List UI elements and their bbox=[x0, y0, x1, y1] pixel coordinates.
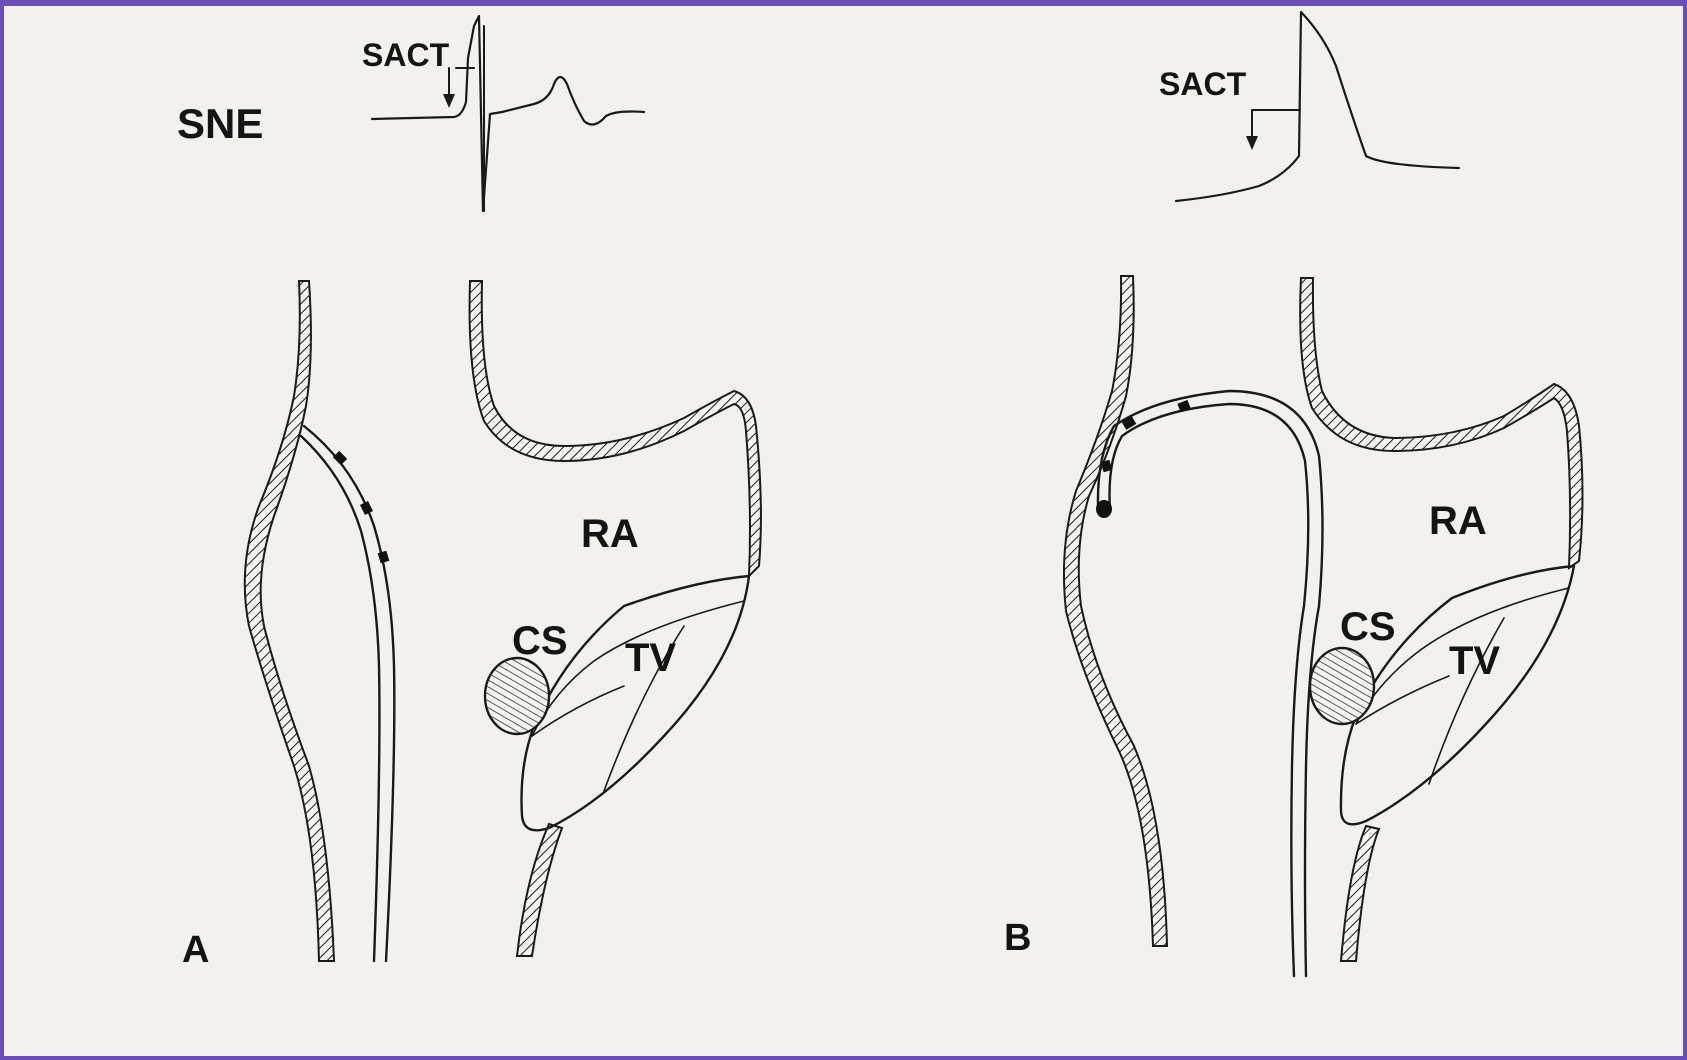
electrode-b2 bbox=[1124, 420, 1134, 426]
sact-action-potential-trace bbox=[1176, 12, 1459, 201]
tricuspid-valve-a bbox=[522, 576, 750, 830]
catheter-b bbox=[1096, 391, 1323, 976]
tv-label-a: TV bbox=[625, 636, 676, 680]
vessel-wall-left-a bbox=[245, 281, 334, 961]
diagram-canvas: SNE SACT RA CS TV A bbox=[4, 6, 1683, 1056]
electrode-b1 bbox=[1179, 404, 1189, 408]
electrode-b3 bbox=[1105, 461, 1108, 471]
cs-label-a: CS bbox=[512, 619, 568, 663]
panel-b-label: B bbox=[1004, 917, 1031, 959]
cs-label-b: CS bbox=[1340, 605, 1396, 649]
sne-label: SNE bbox=[177, 100, 263, 147]
catheter-tip-b bbox=[1096, 500, 1112, 518]
coronary-sinus-a bbox=[485, 658, 549, 734]
panel-a: SNE SACT RA CS TV A bbox=[177, 16, 761, 971]
sact-label-a: SACT bbox=[362, 37, 450, 73]
electrode-a1 bbox=[336, 454, 344, 462]
ra-label-a: RA bbox=[581, 512, 639, 556]
sact-label-b: SACT bbox=[1159, 66, 1247, 102]
tv-label-b: TV bbox=[1449, 639, 1500, 683]
panel-a-label: A bbox=[182, 929, 209, 971]
ra-label-b: RA bbox=[1429, 499, 1487, 543]
panel-b: SACT RA CS TV B bbox=[1004, 12, 1583, 976]
vessel-wall-left-b bbox=[1064, 276, 1167, 946]
electrode-a2 bbox=[364, 503, 369, 513]
electrode-a3 bbox=[382, 552, 385, 562]
figure-frame: SNE SACT RA CS TV A bbox=[4, 6, 1683, 1056]
ivc-wall-b bbox=[1341, 826, 1379, 961]
ivc-wall-a bbox=[517, 824, 562, 956]
coronary-sinus-b bbox=[1310, 648, 1374, 724]
